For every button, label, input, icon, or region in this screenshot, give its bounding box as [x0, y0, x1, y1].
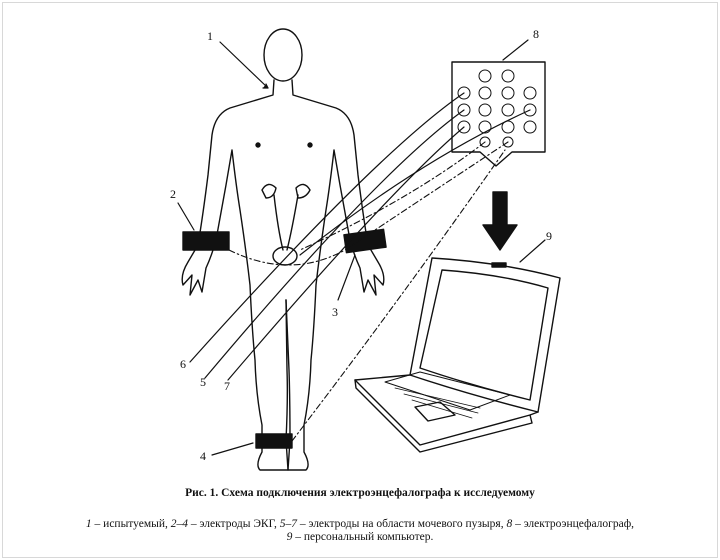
label-leaders	[177, 39, 546, 456]
human-figure	[181, 28, 385, 471]
eeg-device	[451, 61, 546, 167]
legend-num: 5–7	[279, 518, 297, 530]
legend-text: – персональный компьютер.	[292, 531, 434, 543]
legend-num: 8	[506, 518, 513, 530]
legend-text: – испытуемый,	[91, 518, 171, 530]
ecg-wires	[228, 141, 509, 442]
down-arrow-icon	[482, 191, 518, 251]
legend-text: – электроды на области мочевого пузыря,	[296, 518, 507, 530]
figure-caption-title: Рис. 1. Схема подключения электроэнцефал…	[185, 487, 535, 499]
legend-text: – электроэнцефалограф,	[512, 518, 635, 530]
label-7: 7	[224, 379, 230, 393]
diagram: 1 2 3 4 5 6 7 8 9	[170, 27, 561, 471]
label-9: 9	[546, 229, 552, 243]
label-4: 4	[200, 449, 206, 463]
label-8: 8	[533, 27, 539, 41]
figure-legend: 1 – испытуемый, 2–4 – электроды ЭКГ, 5–7…	[20, 518, 700, 544]
label-2: 2	[170, 187, 176, 201]
laptop	[354, 257, 561, 453]
label-1: 1	[207, 29, 213, 43]
ecg-electrode-left-arm	[343, 228, 387, 254]
legend-num: 1	[85, 518, 92, 530]
electrode-wires	[189, 92, 531, 381]
legend-num: 9	[286, 531, 293, 543]
legend-num: 2–4	[170, 518, 189, 530]
ecg-electrode-leg	[255, 433, 293, 449]
label-6: 6	[180, 357, 186, 371]
legend-text: – электроды ЭКГ,	[188, 518, 280, 530]
label-5: 5	[200, 375, 206, 389]
label-3: 3	[332, 305, 338, 319]
ecg-electrode-right-arm	[182, 231, 230, 251]
